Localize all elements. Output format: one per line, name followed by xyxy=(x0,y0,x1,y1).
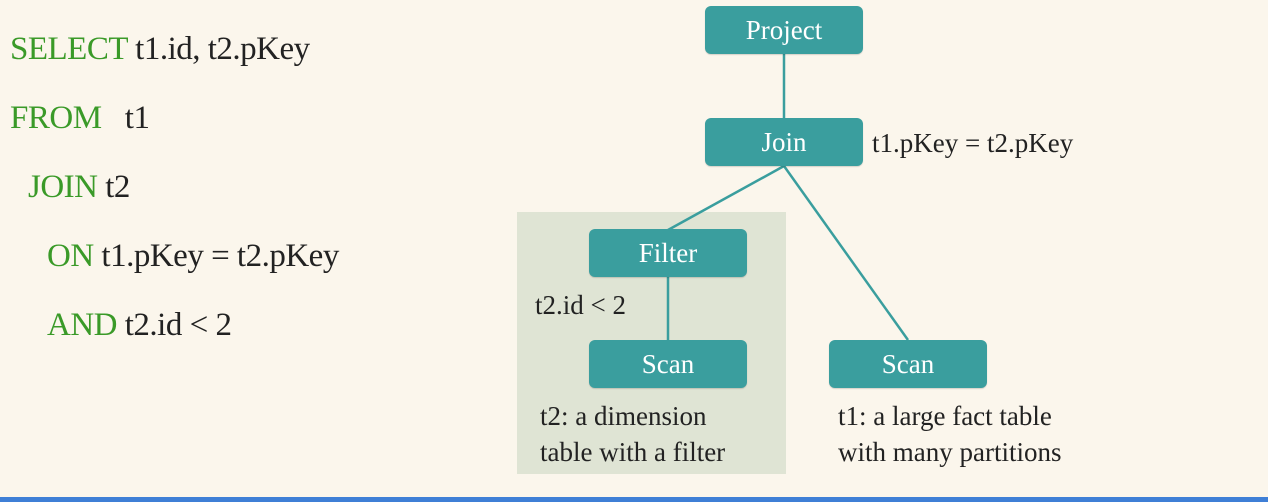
fact-table-note-line1: t1: a large fact table xyxy=(838,401,1052,431)
sql-on-condition: t1.pKey = t2.pKey xyxy=(93,238,339,274)
edge-join-scan-right xyxy=(782,165,910,341)
fact-table-note-line2: with many partitions xyxy=(838,437,1062,467)
sql-keyword-select: SELECT xyxy=(10,31,128,67)
dimension-table-note-line2: table with a filter xyxy=(540,437,726,467)
sql-line-select: SELECT t1.id, t2.pKey xyxy=(10,29,310,69)
filter-condition-label: t2.id < 2 xyxy=(535,290,626,320)
sql-line-join: JOIN t2 xyxy=(28,167,130,207)
sql-from-table: t1 xyxy=(101,100,150,136)
sql-keyword-join: JOIN xyxy=(28,169,98,205)
sql-line-and: AND t2.id < 2 xyxy=(47,305,232,345)
join-condition-label: t1.pKey = t2.pKey xyxy=(872,128,1074,158)
sql-keyword-on: ON xyxy=(47,238,94,274)
scan-node-fact: Scan xyxy=(829,340,987,388)
sql-line-on: ON t1.pKey = t2.pKey xyxy=(47,236,339,276)
sql-keyword-and: AND xyxy=(47,307,118,343)
sql-and-condition: t2.id < 2 xyxy=(117,307,232,343)
bottom-progress-bar xyxy=(0,497,1268,502)
edge-join-filter xyxy=(667,164,785,232)
project-node: Project xyxy=(705,6,863,54)
dimension-table-note-line1: t2: a dimension xyxy=(540,401,707,431)
filter-node: Filter xyxy=(589,229,747,277)
join-node: Join xyxy=(705,118,863,166)
scan-node-dimension: Scan xyxy=(589,340,747,388)
sql-line-from: FROM t1 xyxy=(10,98,150,138)
sql-join-table: t2 xyxy=(97,169,130,205)
sql-keyword-from: FROM xyxy=(10,100,102,136)
sql-select-columns: t1.id, t2.pKey xyxy=(127,31,310,67)
